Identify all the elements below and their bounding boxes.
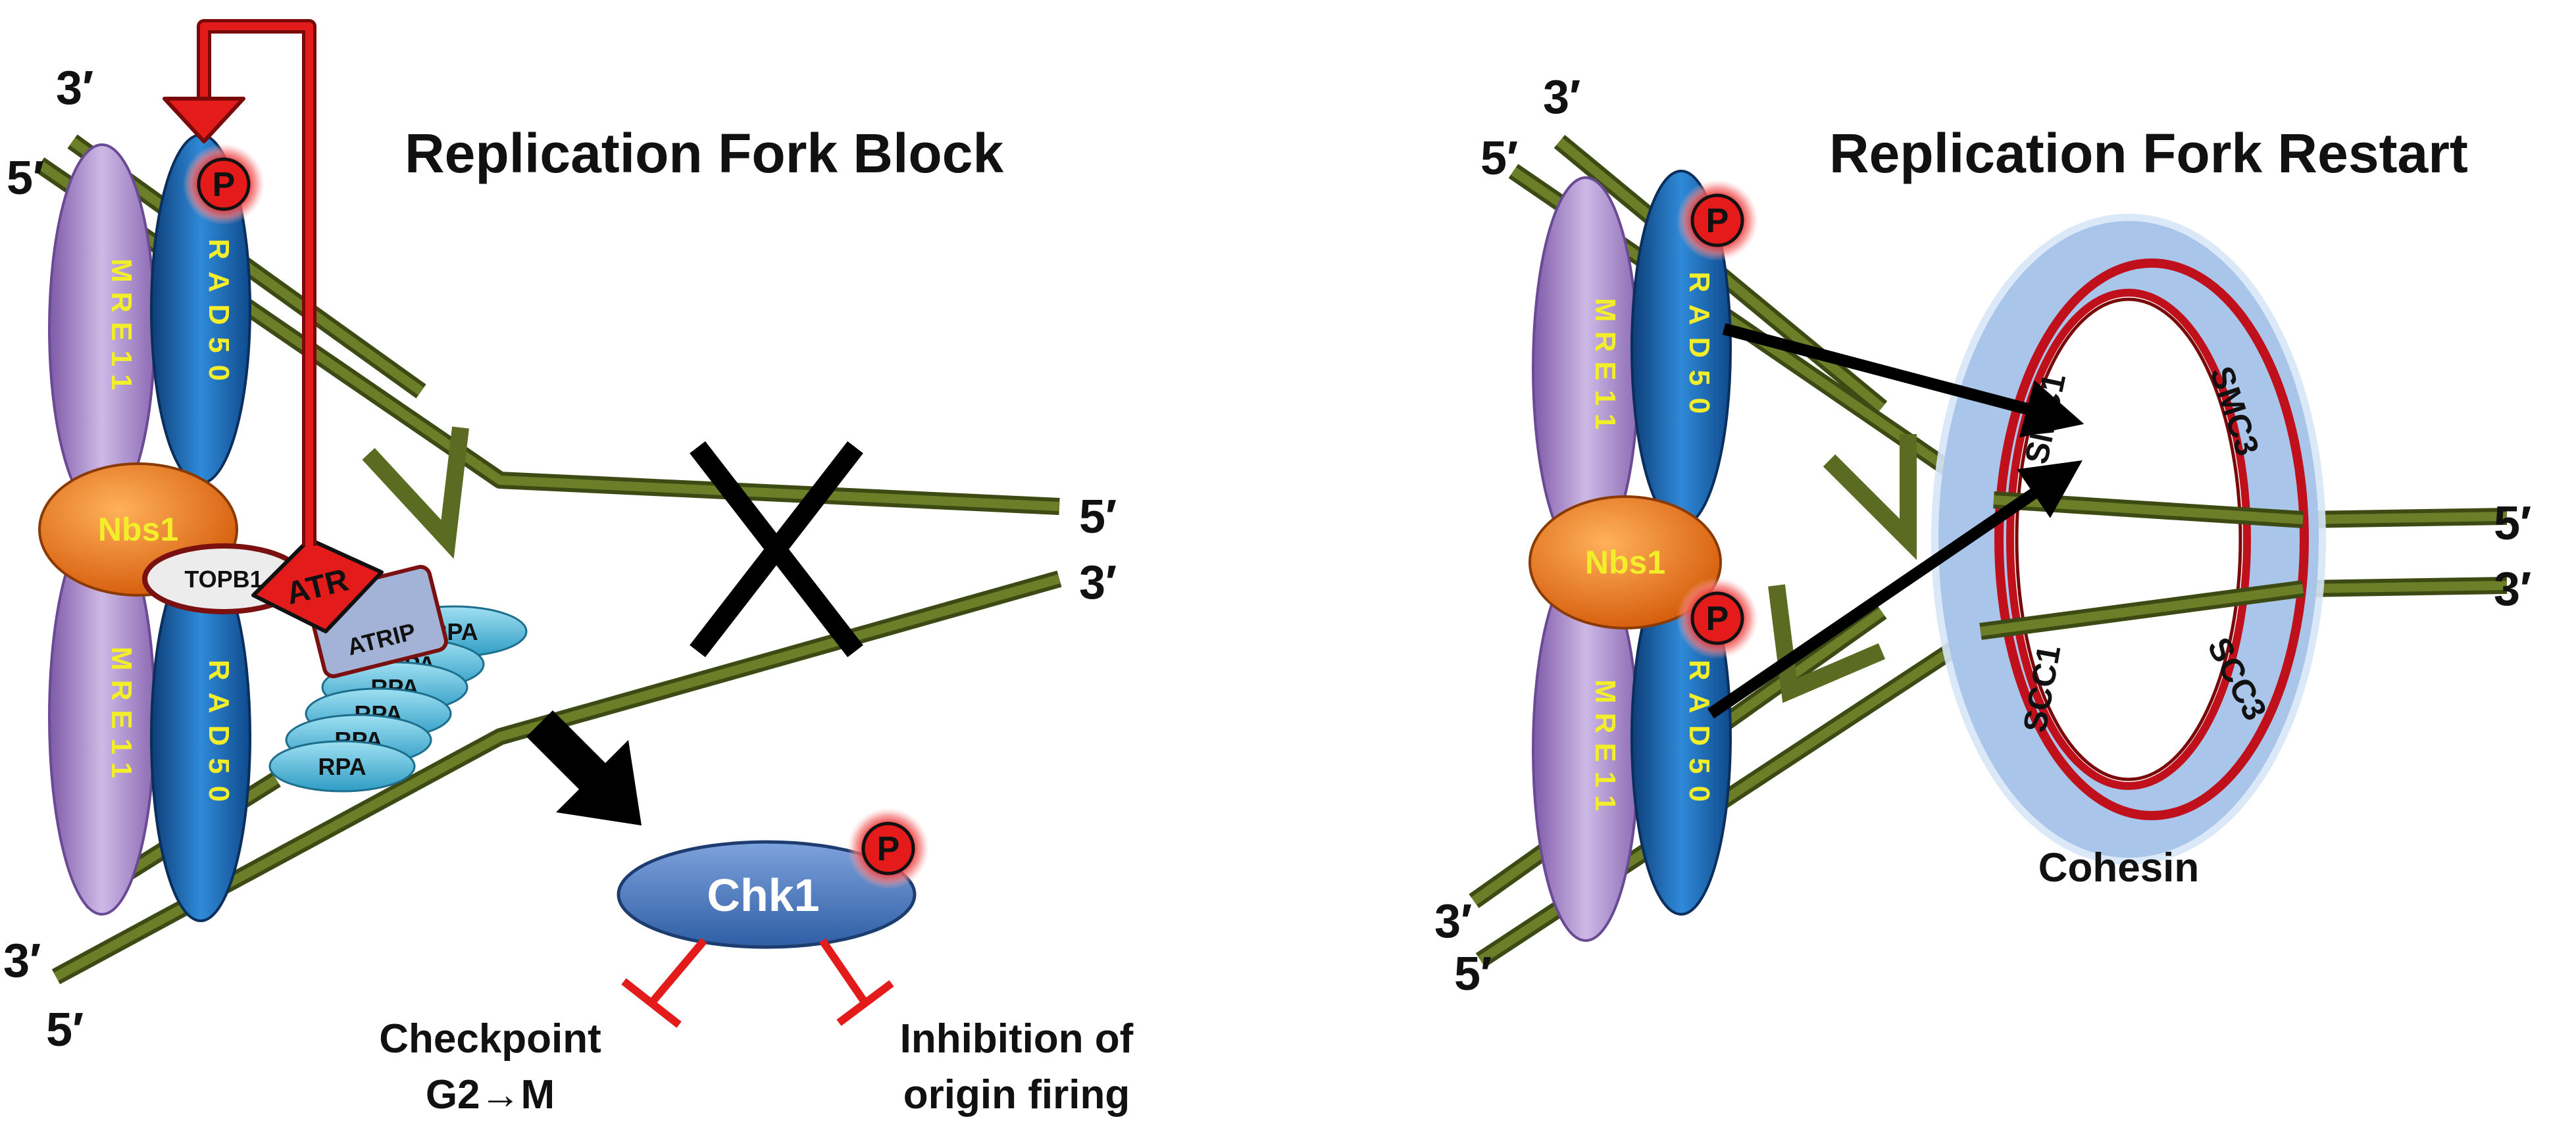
right-nascent-arrowhead-bottom [1768, 584, 1886, 703]
left-bottom-5prime-label: 5′ [46, 1004, 84, 1056]
left-right-3prime-label: 3′ [1079, 556, 1117, 609]
right-panel: 3′ 5′ 3′ 5′ 5′ 3′ Replication Fork Resta… [1434, 71, 2531, 1000]
left-rad50-bottom-label: RAD50 [203, 660, 235, 814]
right-mre11-top-label: MRE11 [1589, 298, 1621, 439]
right-nbs1: Nbs1 [1528, 495, 1722, 629]
right-rad50-top-label: RAD50 [1683, 272, 1715, 426]
right-top-3prime-label: 3′ [1543, 71, 1580, 124]
chk1-label: Chk1 [707, 870, 819, 921]
right-phospho-bottom-label: P [1706, 600, 1729, 638]
chk1-phospho: P [847, 808, 929, 889]
activation-arrow-to-chk1 [526, 710, 642, 825]
left-right-5prime-label: 5′ [1079, 491, 1117, 543]
right-rad50-phospho-bottom: P [1677, 577, 1758, 659]
atr-feedback-arrow [163, 19, 316, 546]
right-rad50-bottom-label: RAD50 [1683, 660, 1715, 814]
right-right-3prime-label: 3′ [2494, 563, 2531, 616]
checkpoint-label-line2: G2→M [426, 1072, 555, 1118]
left-nascent-arrowhead [362, 426, 469, 559]
right-bottom-5prime-label: 5′ [1454, 948, 1492, 1000]
right-right-5prime-label: 5′ [2494, 497, 2531, 550]
right-mre11-bottom: MRE11 [1532, 558, 1640, 942]
left-bottom-3prime-label: 3′ [3, 935, 41, 987]
left-phospho-label: P [213, 166, 236, 204]
left-nbs1-label: Nbs1 [98, 511, 178, 548]
left-rad50-phospho: P [183, 143, 265, 225]
left-rad50-top-label: RAD50 [203, 239, 235, 393]
right-phospho-top-label: P [1706, 202, 1729, 240]
cohesin-ring [1931, 214, 2326, 865]
inhibition-label-line1: Inhibition of [900, 1016, 1134, 1062]
left-mre11-bottom-label: MRE11 [105, 647, 138, 787]
rpa-label-6: RPA [318, 753, 366, 780]
right-rad50-phospho-top: P [1677, 180, 1758, 261]
left-top-5prime-label: 5′ [7, 152, 44, 205]
left-topb1-label: TOPB1 [184, 566, 263, 593]
left-panel: 3′ 5′ 3′ 5′ 5′ 3′ Replication Fork Block… [3, 19, 1134, 1118]
right-panel-title: Replication Fork Restart [1829, 122, 2468, 184]
right-nbs1-label: Nbs1 [1585, 544, 1665, 581]
left-mre11-top: MRE11 [48, 143, 156, 514]
inhibition-label-line2: origin firing [903, 1072, 1130, 1118]
left-atr: ATR [251, 537, 384, 633]
arrow-rad50-bottom-to-smc1 [1707, 460, 2083, 719]
arrow-rad50-top-to-smc1 [1722, 323, 2084, 438]
right-bottom-3prime-label: 3′ [1434, 895, 1472, 948]
left-top-3prime-label: 3′ [56, 62, 93, 114]
inhibit-checkpoint-line [621, 938, 707, 1028]
checkpoint-label-line1: Checkpoint [379, 1016, 601, 1062]
right-nascent-arrowhead-top [1823, 434, 1917, 560]
left-mre11-top-label: MRE11 [105, 258, 138, 399]
chk1-phospho-label: P [877, 830, 900, 868]
left-panel-title: Replication Fork Block [405, 122, 1003, 184]
right-mre11-top: MRE11 [1532, 176, 1640, 560]
right-mre11-bottom-label: MRE11 [1589, 679, 1621, 820]
inhibit-origin-line [819, 938, 894, 1026]
left-mre11-bottom: MRE11 [48, 518, 156, 916]
fork-block-x-icon [690, 441, 863, 658]
chk1-node: Chk1 [617, 840, 917, 949]
cohesin-label: Cohesin [2038, 845, 2200, 891]
right-top-5prime-label: 5′ [1480, 132, 1518, 185]
left-rad50-bottom: RAD50 [150, 551, 251, 922]
